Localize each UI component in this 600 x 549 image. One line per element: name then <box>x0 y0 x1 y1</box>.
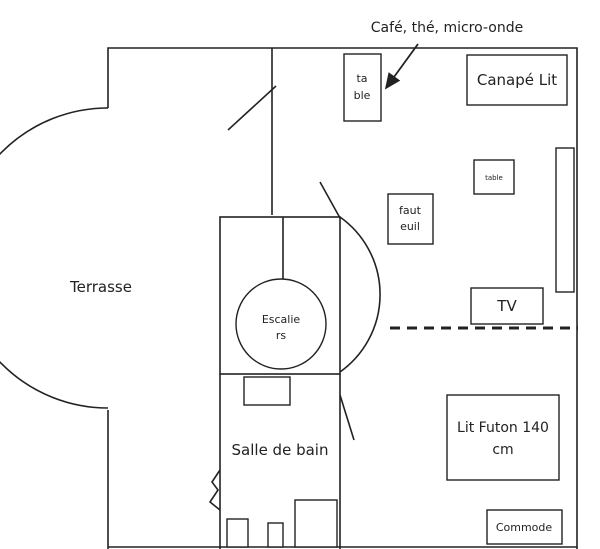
wall-cabinet <box>555 147 575 293</box>
lit-futon-label-1: Lit Futon 140 <box>457 420 549 436</box>
stairs-label-1: Escalie <box>262 313 301 326</box>
stairs-block <box>219 216 341 375</box>
bathroom-door-swing <box>339 394 355 441</box>
commode <box>486 509 563 545</box>
fauteuil-label-2: euil <box>400 220 420 233</box>
canape-lit <box>466 54 568 106</box>
toilet-left <box>226 518 249 548</box>
tv-label: TV <box>496 297 517 315</box>
table-right-label: table <box>485 174 503 182</box>
stairs-arc <box>339 216 381 373</box>
outer-wall <box>107 47 578 549</box>
lit-futon <box>446 394 560 481</box>
toilet-middle <box>267 522 284 548</box>
stairs-circle <box>235 278 327 370</box>
door-swing-right <box>319 181 341 219</box>
tv <box>470 287 544 325</box>
annotation-arrow <box>384 43 419 90</box>
small-table <box>343 53 382 122</box>
door-swing-top <box>227 85 277 131</box>
commode-label: Commode <box>496 521 553 534</box>
terrasse-arc <box>0 107 109 409</box>
terrasse-label: Terrasse <box>69 278 132 296</box>
lit-futon-label-2: cm <box>492 442 513 458</box>
table-right <box>473 159 515 195</box>
bathroom-sink <box>243 376 291 406</box>
bathroom-label: Salle de bain <box>232 441 329 459</box>
small-table-label-2: ble <box>354 89 371 102</box>
shower <box>294 499 338 548</box>
canape-lit-label: Canapé Lit <box>477 71 557 89</box>
small-table-label-1: ta <box>356 72 367 85</box>
annotation-label: Café, thé, micro-onde <box>371 20 523 36</box>
fauteuil <box>387 193 434 245</box>
stairs-label-2: rs <box>276 329 287 342</box>
fauteuil-label-1: faut <box>399 204 422 217</box>
bathroom-side-door <box>208 469 221 511</box>
